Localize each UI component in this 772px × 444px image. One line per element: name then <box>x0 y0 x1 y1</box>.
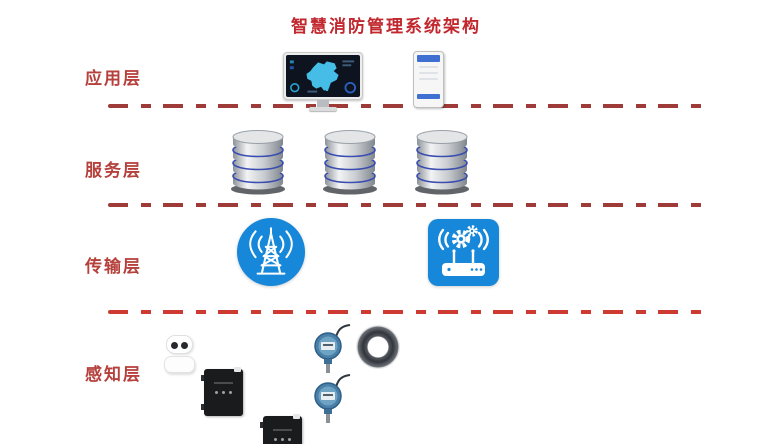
signal-tower-icon <box>237 218 305 286</box>
china-map-dashboard-graphic <box>289 60 357 94</box>
smartphone-app-icon <box>413 51 444 108</box>
database-icon <box>321 128 379 196</box>
wireless-router-icon <box>428 219 499 286</box>
layer-label-perception: 感知层 <box>85 365 142 384</box>
monitor-dashboard-icon <box>283 52 363 111</box>
monitor-stand <box>317 100 329 107</box>
database-icon <box>229 128 287 196</box>
layer-divider-1 <box>108 104 702 108</box>
diagram-title: 智慧消防管理系统架构 <box>291 17 481 36</box>
gateway-box-icon <box>201 367 243 416</box>
layer-label-service: 服务层 <box>85 161 142 180</box>
layer-label-transmission: 传输层 <box>85 257 142 276</box>
wireless-pressure-sensor-icon <box>308 321 352 373</box>
gateway-box-icon <box>260 414 302 444</box>
wireless-pressure-sensor-icon <box>308 371 352 423</box>
ptz-camera-icon <box>162 333 198 376</box>
layer-divider-2 <box>108 203 702 207</box>
magnetic-ring-sensor-icon <box>356 325 400 369</box>
database-icon <box>413 128 471 196</box>
layer-label-application: 应用层 <box>85 69 142 88</box>
layer-divider-3 <box>108 310 702 314</box>
